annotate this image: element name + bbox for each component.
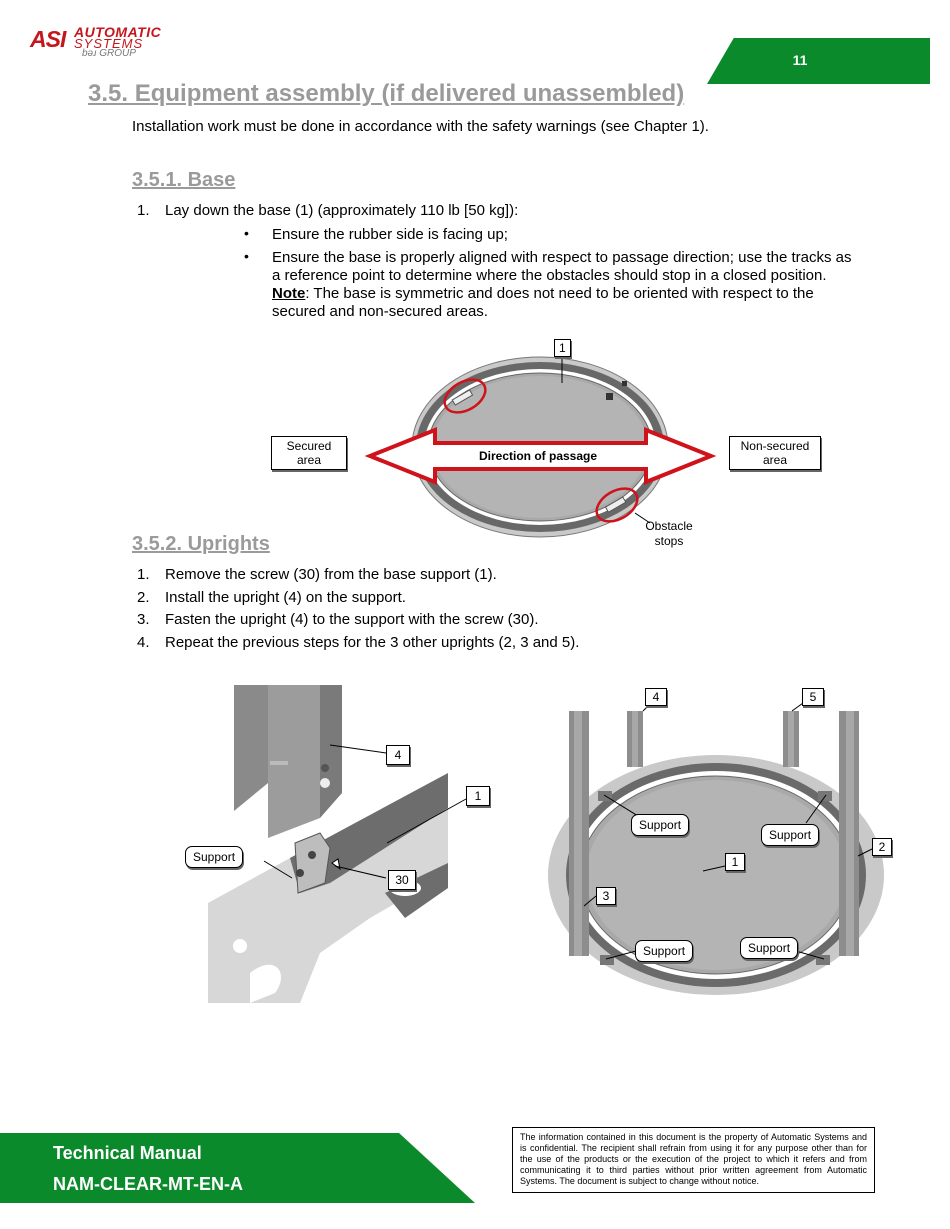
uprights-step-number: 3. bbox=[137, 611, 150, 628]
right-callout-5: 5 bbox=[802, 688, 824, 706]
logo-line2: SYSTEMS bbox=[74, 36, 144, 51]
upright-overview-figure bbox=[548, 702, 884, 995]
company-logo: ASI AUTOMATIC SYSTEMS bəɹ GROUP bbox=[30, 22, 205, 62]
uprights-step-text: Remove the screw (30) from the base supp… bbox=[165, 566, 497, 583]
note-label: Note bbox=[272, 285, 306, 302]
left-callout-1: 1 bbox=[466, 786, 490, 806]
page-number: 11 bbox=[792, 52, 808, 68]
left-callout-30: 30 bbox=[388, 870, 416, 890]
right-support-label-bottom-right: Support bbox=[740, 937, 799, 959]
right-support-label-top-right: Support bbox=[761, 824, 820, 846]
uprights-step-text: Repeat the previous steps for the 3 othe… bbox=[165, 634, 580, 651]
section-title: 3.5. Equipment assembly (if delivered un… bbox=[88, 80, 685, 107]
base-figure bbox=[364, 355, 717, 538]
base-title: 3.5.1. Base bbox=[132, 169, 236, 191]
non-secured-area-label: Non-secured area bbox=[729, 436, 821, 470]
bullet-dot: • bbox=[244, 248, 249, 264]
uprights-step-number: 4. bbox=[137, 634, 150, 651]
confidentiality-notice: The information contained in this docume… bbox=[512, 1127, 875, 1193]
footer-document-code: NAM-CLEAR-MT-EN-A bbox=[53, 1174, 243, 1194]
obstacle-stops-label: Obstacle stops bbox=[645, 519, 693, 548]
right-callout-3: 3 bbox=[596, 887, 616, 905]
base-note-line1: Note: The base is symmetric and does not… bbox=[272, 285, 814, 303]
section-intro: Installation work must be done in accord… bbox=[132, 118, 709, 135]
base-step-text: Lay down the base (1) (approximately 110… bbox=[165, 202, 519, 219]
upright-detail-figure bbox=[208, 685, 467, 1003]
logo-line3: bəɹ GROUP bbox=[82, 48, 136, 59]
base-bullet-2-line1: Ensure the base is properly aligned with… bbox=[272, 249, 852, 266]
logo-line1: AUTOMATIC bbox=[74, 24, 162, 40]
right-callout-2: 2 bbox=[872, 838, 892, 856]
right-callout-1: 1 bbox=[725, 853, 745, 871]
base-bullet-1: Ensure the rubber side is facing up; bbox=[272, 226, 508, 243]
logo-mark: ASI bbox=[30, 26, 66, 52]
right-callout-4: 4 bbox=[645, 688, 667, 706]
bullet-dot: • bbox=[244, 225, 249, 241]
right-support-label-bottom-left: Support bbox=[635, 940, 694, 962]
page-number-tab bbox=[707, 38, 930, 84]
left-support-label: Support bbox=[185, 846, 244, 868]
right-support-label-top-left: Support bbox=[631, 814, 690, 836]
base-step-number: 1. bbox=[137, 202, 150, 219]
uprights-step-number: 2. bbox=[137, 589, 150, 606]
direction-of-passage-label: Direction of passage bbox=[478, 449, 598, 463]
footer-title: Technical Manual bbox=[53, 1143, 202, 1163]
footer-band bbox=[0, 1133, 475, 1203]
uprights-step-number: 1. bbox=[137, 566, 150, 583]
base-bullet-2-line2: a reference point to determine where the… bbox=[272, 267, 827, 284]
uprights-title: 3.5.2. Uprights bbox=[132, 533, 270, 555]
note-text: : The base is symmetric and does not nee… bbox=[305, 285, 814, 302]
base-callout-1: 1 bbox=[554, 339, 571, 357]
uprights-step-text: Fasten the upright (4) to the support wi… bbox=[165, 611, 539, 628]
secured-area-label: Secured area bbox=[271, 436, 347, 470]
left-callout-4: 4 bbox=[386, 745, 410, 765]
base-note-line2: secured and non-secured areas. bbox=[272, 303, 488, 320]
uprights-step-text: Install the upright (4) on the support. bbox=[165, 589, 406, 606]
